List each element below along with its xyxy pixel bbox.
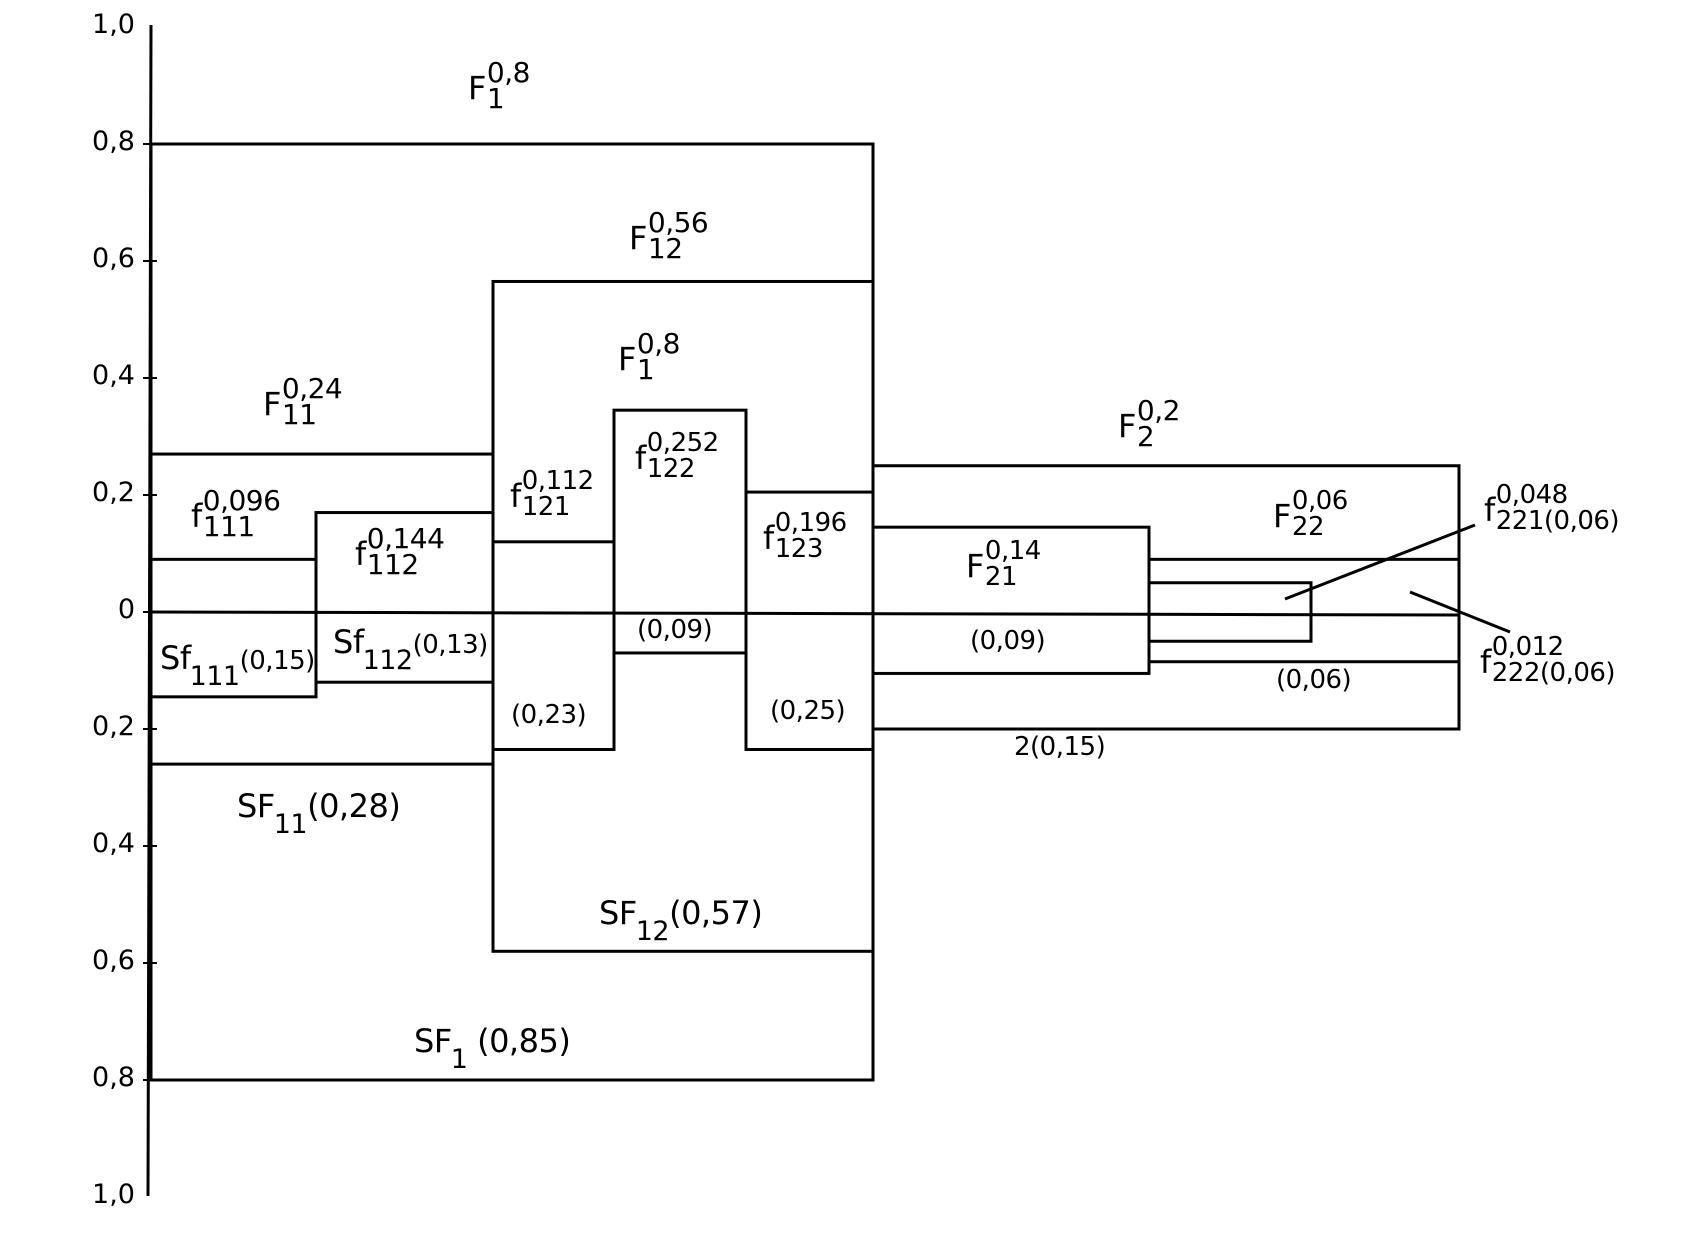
- y-tick-label-below-3: 0,8: [92, 1062, 135, 1093]
- y-tick-label-above-2: 0,6: [92, 243, 135, 274]
- y-tick-label-above-1: 0,8: [92, 126, 135, 157]
- y-tick-label-below-1: 0,4: [92, 828, 135, 859]
- block-F2: [871, 464, 1461, 731]
- y-tick-label-above-0: 1,0: [92, 9, 135, 40]
- label-Sf111: Sf111(0,15): [160, 639, 315, 692]
- label-SF11: SF11(0,28): [237, 787, 401, 840]
- y-tick-label-above-4: 0,2: [92, 477, 135, 508]
- label-f121-below: (0,23): [511, 700, 587, 730]
- leader-line-f222: [1409, 590, 1511, 634]
- zero-line: [150, 610, 1460, 617]
- y-tick-label-below-2: 0,6: [92, 945, 135, 976]
- leader-line-f221: [1284, 523, 1476, 601]
- leader-lines: [1284, 523, 1511, 634]
- label-SF12: SF12(0,57): [599, 894, 763, 947]
- label-SF1: SF1 (0,85): [414, 1022, 571, 1075]
- block-f221: [1147, 581, 1313, 643]
- label-f123-below: (0,25): [770, 696, 846, 726]
- blocks: [149, 142, 1461, 1082]
- label-f122-below: (0,09): [637, 615, 713, 645]
- label-F22-below: (0,06): [1276, 665, 1352, 695]
- label-F21-below: (0,09): [970, 626, 1046, 656]
- label-F2-below: 2(0,15): [1014, 732, 1106, 762]
- y-tick-label-below-0: 0,2: [92, 711, 135, 742]
- y-axis: [143, 24, 1460, 1197]
- block-F22: [1147, 557, 1461, 664]
- y-tick-label-above-3: 0,4: [92, 360, 135, 391]
- y-tick-label-above-5: 0: [117, 594, 135, 625]
- label-Sf112: Sf112(0,13): [333, 623, 488, 676]
- y-tick-label-below-4: 1,0: [92, 1179, 135, 1210]
